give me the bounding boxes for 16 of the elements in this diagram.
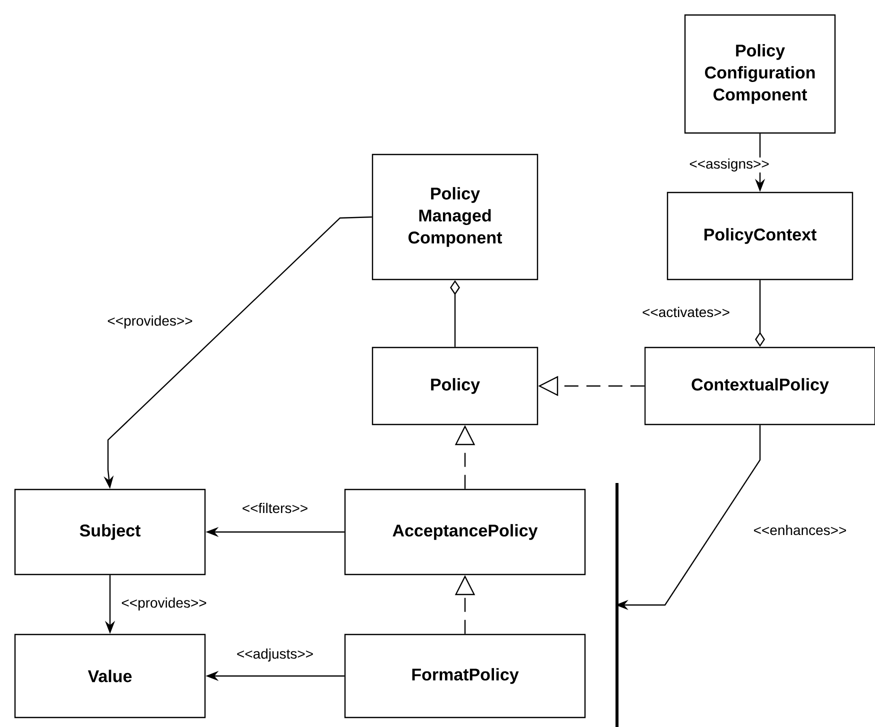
edge-label: <<activates>> <box>641 306 731 318</box>
class-box: Value <box>14 634 206 718</box>
class-box: Policy Configuration Component <box>684 14 836 134</box>
class-box: Policy <box>372 346 538 426</box>
class-box: Policy Managed Component <box>372 154 538 280</box>
edge-label: <<provides>> <box>120 596 208 612</box>
edge-label: <<provides>> <box>106 314 194 330</box>
class-box: ContextualPolicy <box>644 346 875 426</box>
edge-label: <<enhances>> <box>752 524 848 536</box>
class-box: AcceptancePolicy <box>344 488 586 576</box>
edge-label: <<adjusts>> <box>235 647 315 663</box>
class-box: FormatPolicy <box>344 634 586 718</box>
edge-label: <<assigns>> <box>688 157 770 173</box>
class-box: PolicyContext <box>666 192 854 280</box>
class-box: Subject <box>14 488 206 576</box>
edge-label: <<filters>> <box>240 502 310 514</box>
